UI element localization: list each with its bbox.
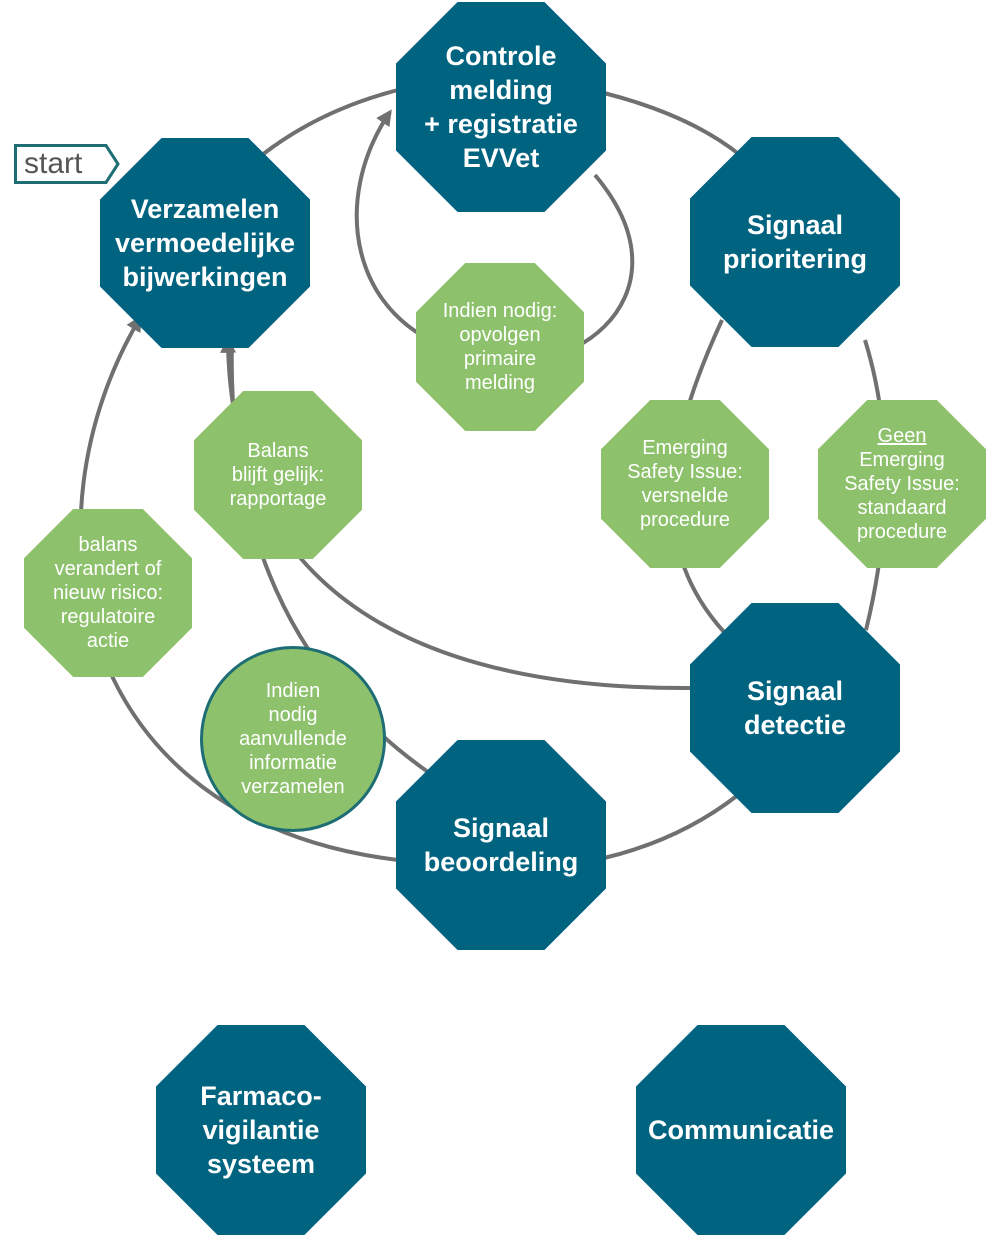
outcome-emerging-label: Emerging Safety Issue: versnelde procedu…	[627, 437, 743, 531]
node-verzamelen-label: Verzamelen vermoedelijke bijwerkingen	[114, 194, 296, 292]
outcome-opvolgen: Indien nodig: opvolgen primaire melding	[416, 263, 584, 431]
arrow-verzamelen-to-controle	[260, 88, 399, 157]
node-farmacovigilantie-label: Farmaco- vigilantie systeem	[200, 1081, 322, 1179]
outcome-balans-gelijk-label: Balans blijft gelijk: rapportage	[229, 440, 327, 510]
arrow-detectie-to-beoordeling	[603, 793, 740, 860]
node-farmacovigilantie: Farmaco- vigilantie systeem	[156, 1025, 366, 1235]
outcome-balans-verandert-label: balans verandert of nieuw risico: regula…	[52, 534, 164, 652]
geen-underlined: Geen	[877, 425, 927, 447]
geen-rest: Emerging Safety Issue: standaard procedu…	[844, 449, 960, 543]
outcome-aanvullende-label: Indien nodig aanvullende informatie verz…	[239, 680, 347, 798]
outcome-geen-emerging-label: Geen Emerging Safety Issue: standaard pr…	[844, 424, 960, 544]
outcome-geen-emerging: Geen Emerging Safety Issue: standaard pr…	[818, 400, 986, 568]
arrow-controle-to-prioritering	[603, 91, 742, 157]
node-prioritering-label: Signaal prioritering	[722, 210, 867, 274]
node-beoordeling: Signaal beoordeling	[396, 740, 606, 950]
start-tag-shape	[14, 144, 120, 184]
node-prioritering: Signaal prioritering	[690, 137, 900, 347]
outcome-emerging: Emerging Safety Issue: versnelde procedu…	[601, 400, 769, 568]
node-detectie-label: Signaal detectie	[743, 676, 847, 740]
node-beoordeling-label: Signaal beoordeling	[423, 813, 579, 877]
node-verzamelen: Verzamelen vermoedelijke bijwerkingen	[100, 138, 310, 348]
outcome-opvolgen-label: Indien nodig: opvolgen primaire melding	[442, 300, 558, 394]
outcome-balans-verandert: balans verandert of nieuw risico: regula…	[24, 509, 192, 677]
outcome-aanvullende-informatie: Indien nodig aanvullende informatie verz…	[200, 646, 386, 832]
start-label: start	[24, 147, 83, 180]
node-controle: Controle melding + registratie EVVet	[396, 2, 606, 212]
node-communicatie-label: Communicatie	[647, 1115, 835, 1145]
node-detectie: Signaal detectie	[690, 603, 900, 813]
node-controle-label: Controle melding + registratie EVVet	[424, 41, 578, 173]
node-communicatie: Communicatie	[636, 1025, 846, 1235]
outcome-balans-gelijk: Balans blijft gelijk: rapportage	[194, 391, 362, 559]
